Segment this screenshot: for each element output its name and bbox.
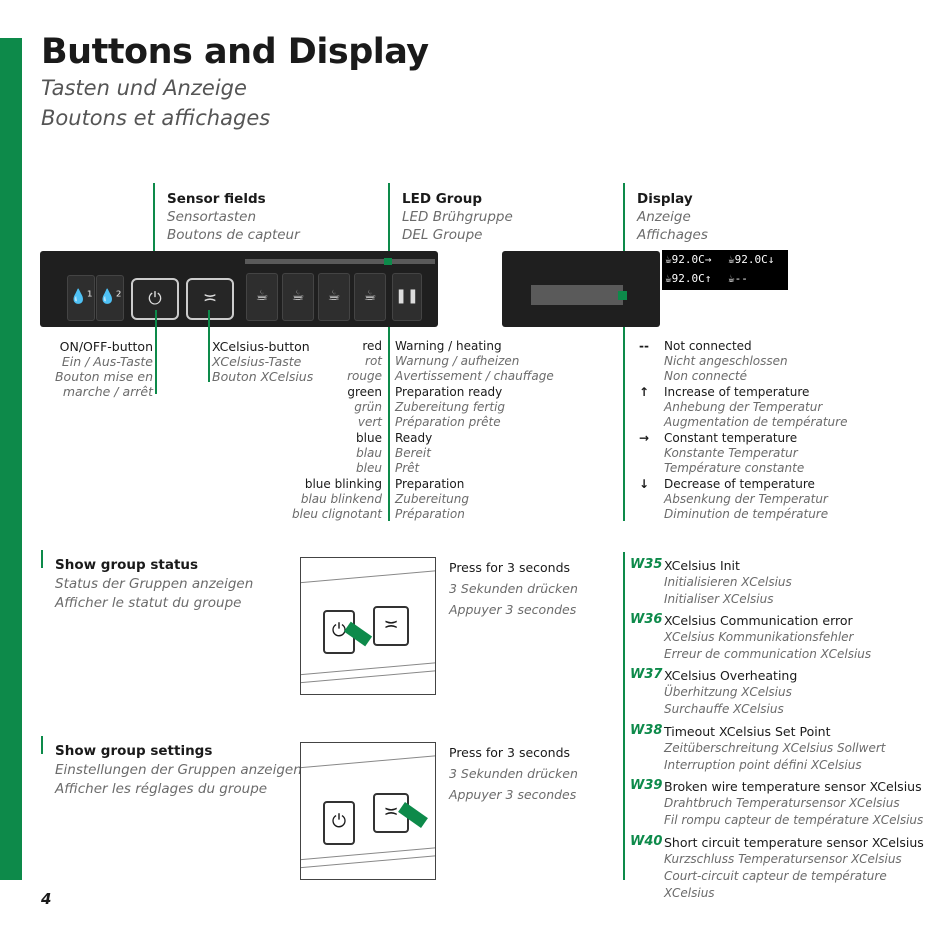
onoff-label: ON/OFF-button Ein / Aus-Taste Bouton mis… xyxy=(54,339,153,399)
xcelsius-icon: ≍ xyxy=(202,288,218,308)
group-settings-heading: Show group settings Einstellungen der Gr… xyxy=(55,743,302,797)
led-leader-line xyxy=(388,183,390,521)
warning-code: W35 xyxy=(630,557,663,572)
group-settings-marker xyxy=(41,736,43,754)
display-readout: ☕92.0C→ ☕92.0C↓ ☕92.0C↑ ☕-- xyxy=(662,250,788,290)
warning-code: W36 xyxy=(630,612,663,627)
double-cup-icon: ☕ xyxy=(363,288,377,304)
display-screen xyxy=(531,285,623,305)
sensor-leader-line xyxy=(153,183,155,265)
pause-icon: ❚❚ xyxy=(395,288,419,304)
group-status-illustration: ⏻ ≍ xyxy=(300,557,436,695)
illustration-xcelsius-button: ≍ xyxy=(373,606,409,646)
display-pointer xyxy=(618,291,627,300)
led-indicator xyxy=(384,258,392,265)
group-status-press: Press for 3 seconds 3 Sekunden drücken A… xyxy=(449,560,578,617)
warnings-divider xyxy=(623,552,625,880)
warning-code: W37 xyxy=(630,667,663,682)
cup-1-key[interactable]: ☕ xyxy=(246,273,278,321)
page-title: Buttons and Display xyxy=(41,32,429,72)
onoff-leader xyxy=(155,310,157,394)
readout-group-2: ☕92.0C↓ xyxy=(728,253,775,266)
group-status-heading: Show group status Status der Gruppen anz… xyxy=(55,557,254,611)
readout-group-3: ☕92.0C↑ xyxy=(665,272,712,285)
pause-key[interactable]: ❚❚ xyxy=(392,273,422,321)
display-leader-line xyxy=(623,183,625,521)
cup-icon: ☕ xyxy=(327,288,341,304)
page-number: 4 xyxy=(41,890,52,908)
sensor-fields-label: Sensor fields Sensortasten Boutons de ca… xyxy=(167,191,300,243)
readout-group-4: ☕-- xyxy=(728,272,748,285)
green-sidebar xyxy=(0,38,22,880)
page-subtitle-fr: Boutons et affichages xyxy=(41,106,271,130)
xcelsius-label: XCelsius-button XCelsius-Taste Bouton XC… xyxy=(212,339,314,384)
xcelsius-button[interactable]: ≍ xyxy=(186,278,234,320)
readout-group-1: ☕92.0C→ xyxy=(665,253,712,266)
water-2-key[interactable]: 💧² xyxy=(96,275,124,321)
group-settings-press: Press for 3 seconds 3 Sekunden drücken A… xyxy=(449,745,578,802)
page-subtitle-de: Tasten und Anzeige xyxy=(41,76,247,100)
group-settings-illustration: ⏻ ≍ xyxy=(300,742,436,880)
cup-icon: ☕ xyxy=(255,288,269,304)
warning-item: Short circuit temperature sensor XCelsiu… xyxy=(664,835,924,900)
warning-code: W38 xyxy=(630,723,663,738)
led-group-label: LED Group LED Brühgruppe DEL Groupe xyxy=(402,191,513,243)
illustration-power-button: ⏻ xyxy=(323,801,355,845)
cup-3-key[interactable]: ☕ xyxy=(318,273,350,321)
warning-code: W40 xyxy=(630,834,663,849)
led-strip xyxy=(245,259,435,264)
water-1-key[interactable]: 💧¹ xyxy=(67,275,95,321)
double-cup-icon: ☕ xyxy=(291,288,305,304)
xcelsius-leader xyxy=(208,310,210,382)
cup-4-key[interactable]: ☕ xyxy=(354,273,386,321)
cup-2-key[interactable]: ☕ xyxy=(282,273,314,321)
group-status-marker xyxy=(41,550,43,568)
power-icon: ⏻ xyxy=(148,289,162,309)
warning-code: W39 xyxy=(630,778,663,793)
display-label: Display Anzeige Affichages xyxy=(637,191,708,243)
